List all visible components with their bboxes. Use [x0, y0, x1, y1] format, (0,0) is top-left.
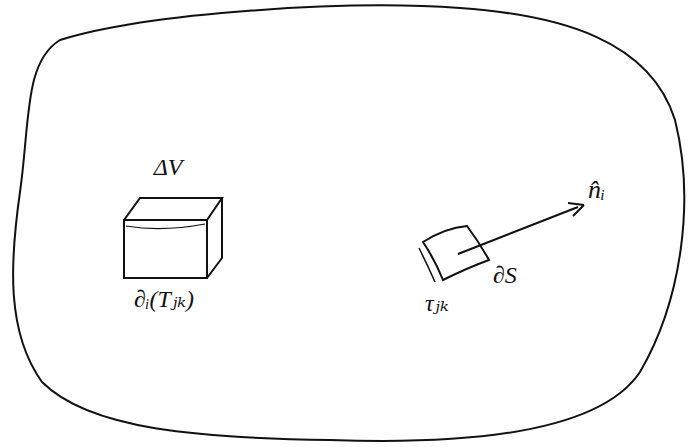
surface-patch	[423, 226, 489, 280]
field-label: ∂ᵢ(Tⱼₖ)	[134, 286, 194, 312]
element-label: ∂S	[493, 262, 517, 288]
box-front	[124, 220, 207, 278]
region-outline	[13, 6, 684, 441]
normal-label: n̂ᵢ	[588, 176, 605, 205]
arrow-head	[568, 203, 584, 216]
field-label: τⱼₖ	[425, 290, 449, 316]
patch-edge	[419, 248, 435, 282]
element-label: ΔV	[154, 154, 183, 180]
box-side	[207, 198, 222, 278]
box-top	[124, 198, 222, 220]
box-shading	[126, 224, 205, 229]
surface-element: ∂S τⱼₖ	[405, 222, 545, 332]
normal-arrow	[458, 207, 578, 254]
volume-element: ΔV ∂ᵢ(Tⱼₖ)	[112, 148, 236, 338]
